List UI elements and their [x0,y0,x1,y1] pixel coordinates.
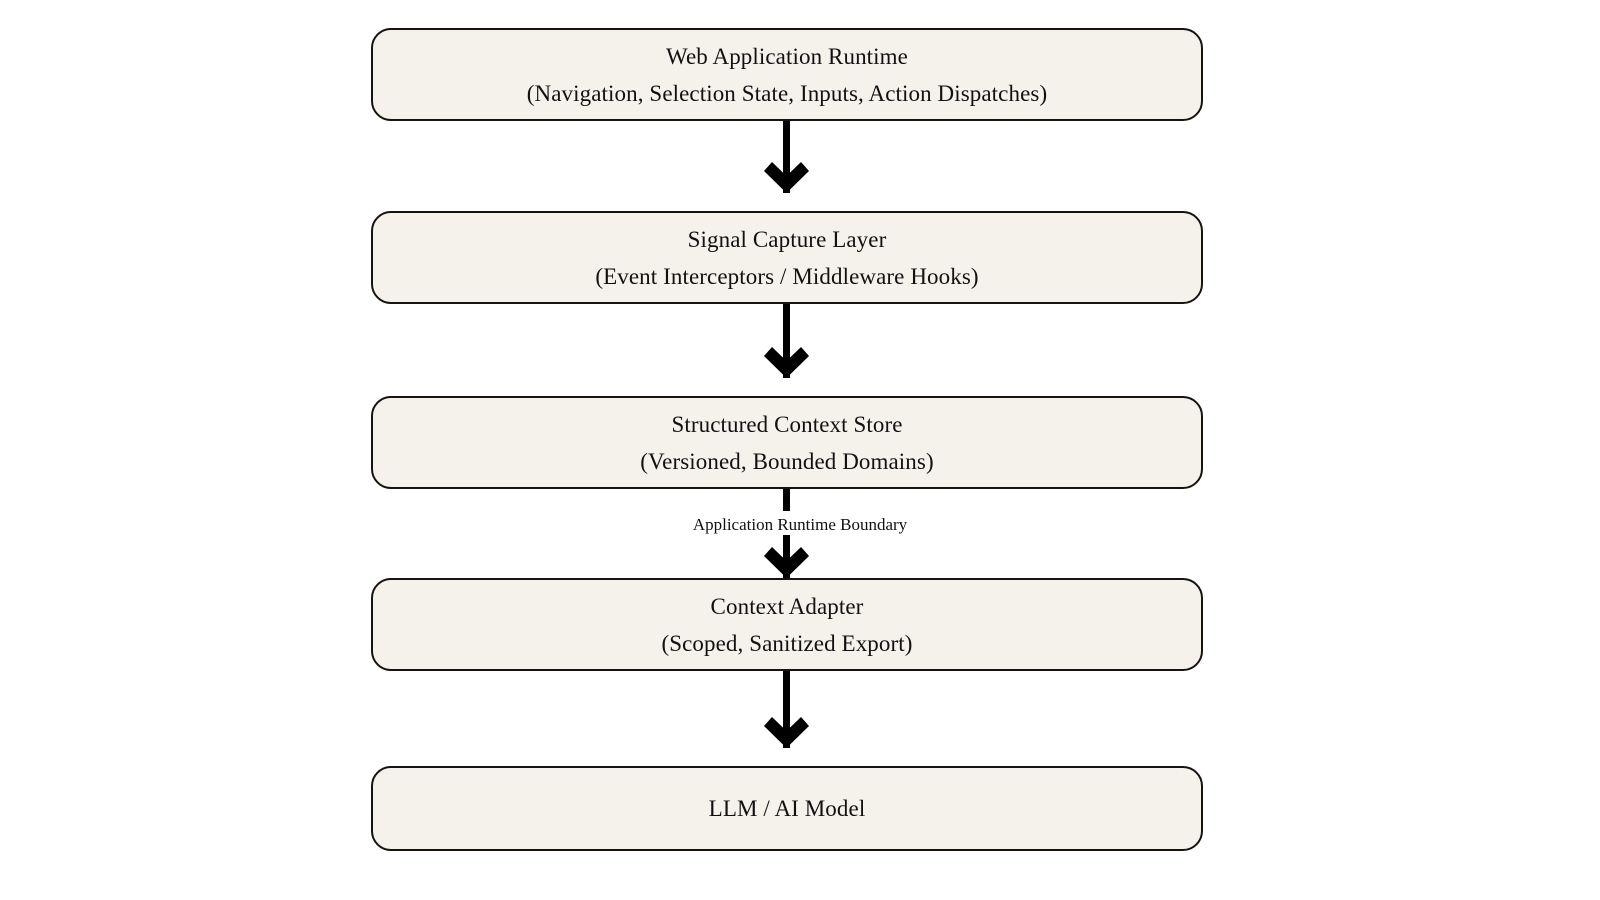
arrowhead-down-icon [764,347,809,378]
edge-label-application-runtime-boundary: Application Runtime Boundary [692,515,908,534]
node-llm-ai-model[interactable]: LLM / AI Model [371,766,1203,851]
node-subtitle: (Event Interceptors / Middleware Hooks) [595,263,979,289]
node-context-adapter[interactable]: Context Adapter (Scoped, Sanitized Expor… [371,578,1203,671]
edge-shaft [783,304,790,378]
arrowhead-down-icon [764,717,809,748]
node-title: LLM / AI Model [708,796,866,821]
edge-runtime-to-capture [0,121,1600,211]
node-subtitle: (Scoped, Sanitized Export) [661,630,913,656]
edge-shaft [783,671,790,748]
node-signal-capture-layer[interactable]: Signal Capture Layer (Event Interceptors… [371,211,1203,304]
node-web-application-runtime[interactable]: Web Application Runtime (Navigation, Sel… [371,28,1203,121]
node-title: Structured Context Store [671,411,903,437]
node-subtitle: (Versioned, Bounded Domains) [640,448,934,474]
node-title: Signal Capture Layer [687,226,887,252]
arrowhead-down-icon [764,162,809,193]
edge-shaft [783,121,790,193]
edge-shaft-lower [783,535,790,578]
node-structured-context-store[interactable]: Structured Context Store (Versioned, Bou… [371,396,1203,489]
node-title: Web Application Runtime [666,43,908,69]
edge-store-to-adapter [0,489,1600,581]
node-subtitle: (Navigation, Selection State, Inputs, Ac… [526,80,1048,106]
edge-shaft-upper [783,489,790,511]
edge-capture-to-store [0,304,1600,399]
node-title: Context Adapter [710,593,864,619]
edge-adapter-to-model [0,671,1600,769]
arrowhead-down-icon [764,547,809,578]
